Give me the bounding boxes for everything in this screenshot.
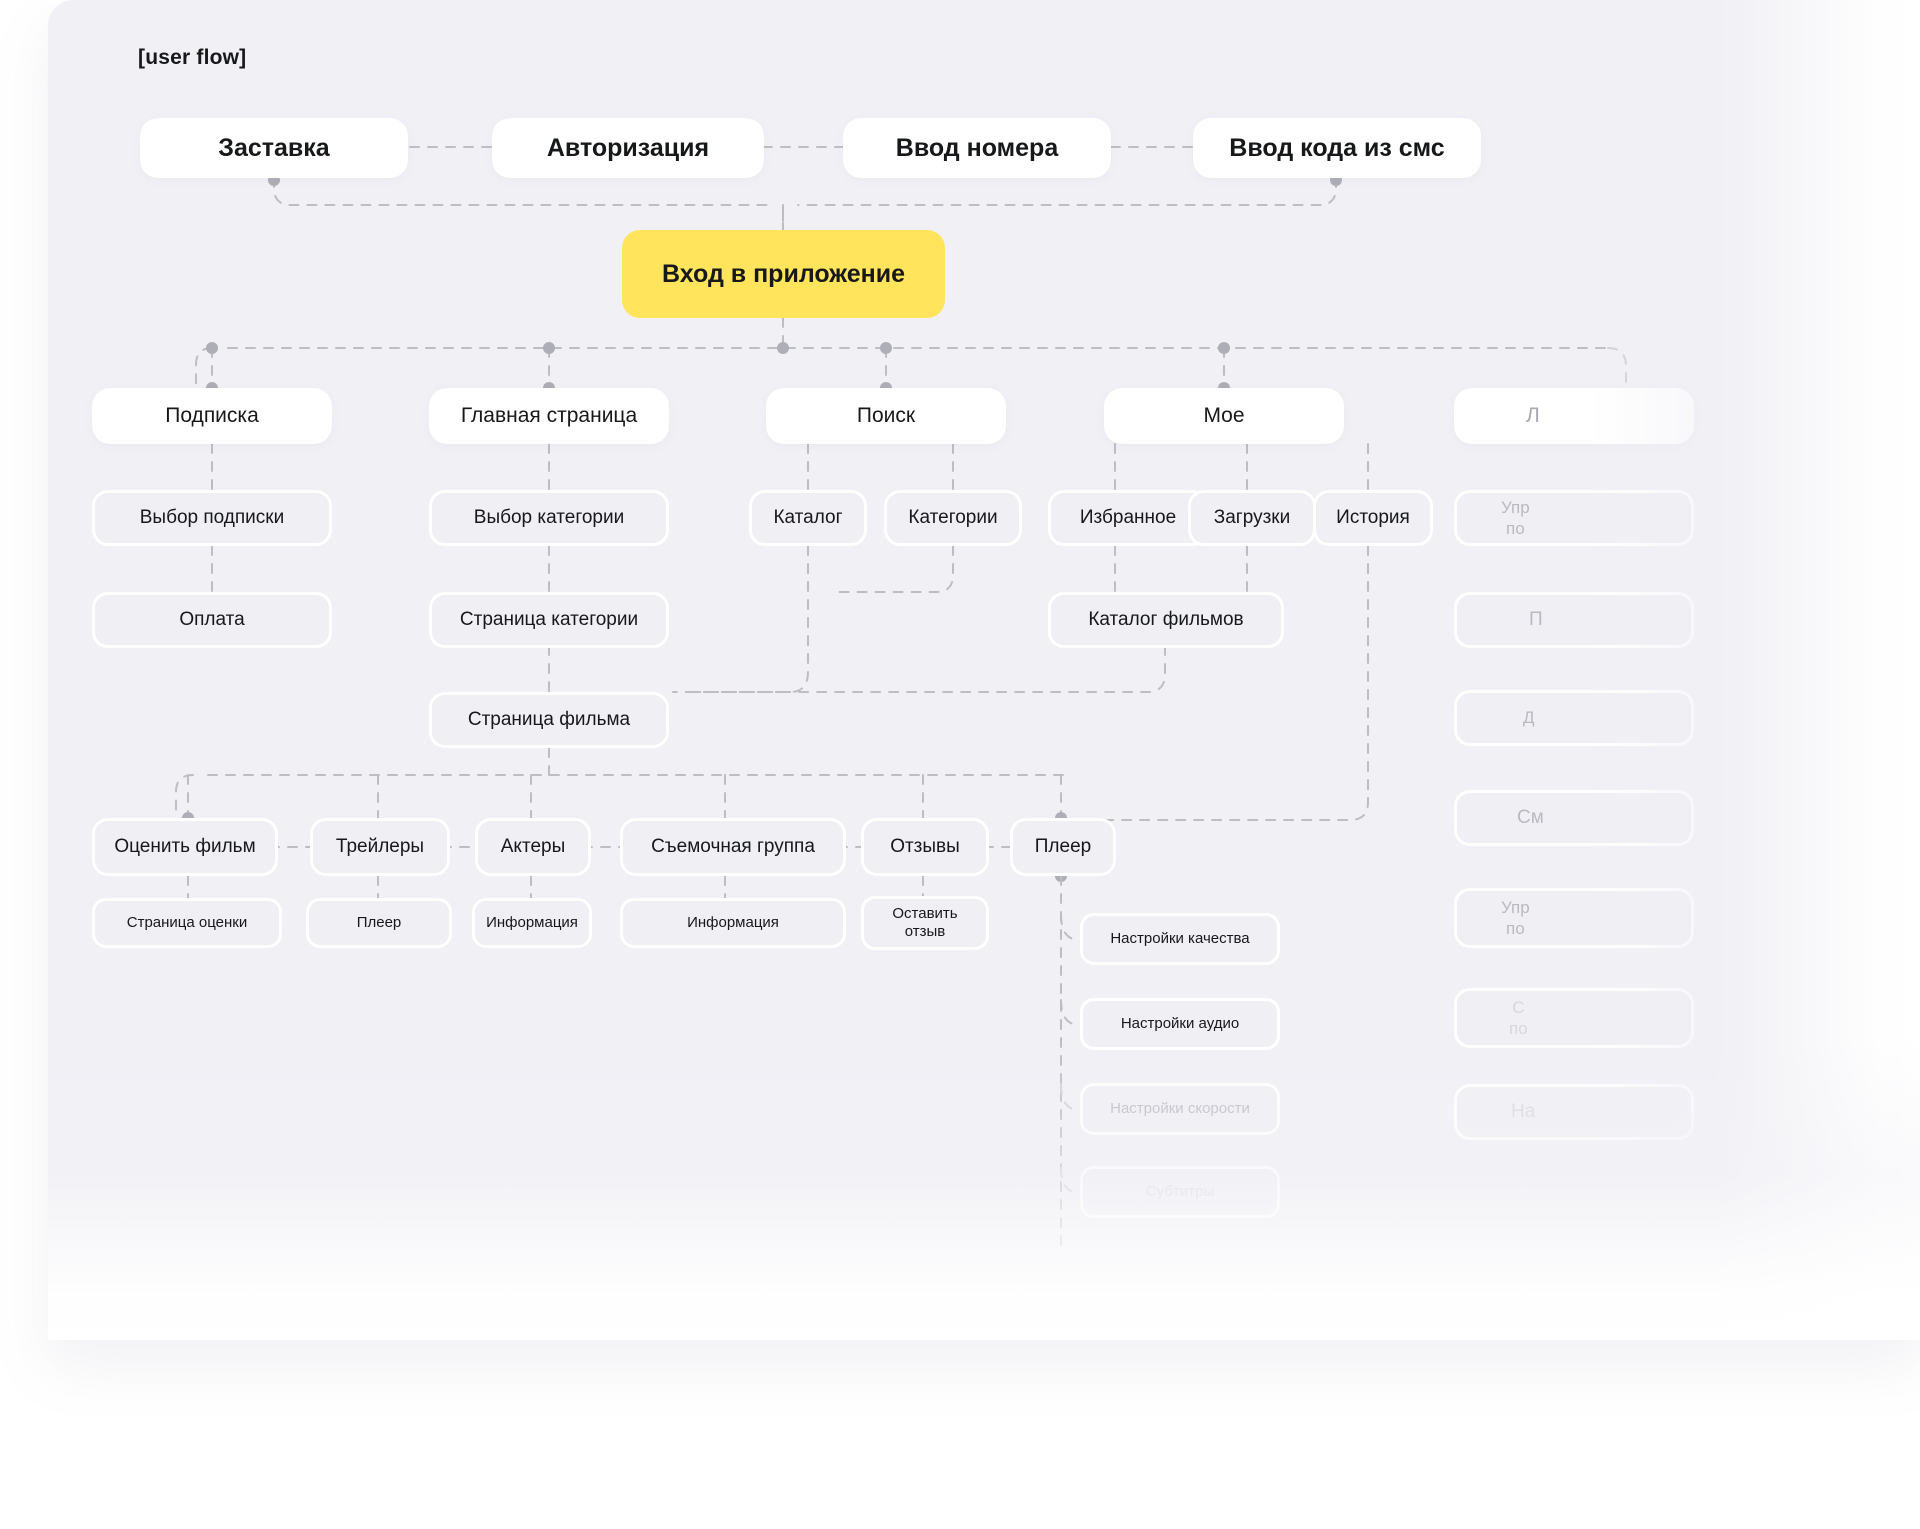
node-label: Ввод номера	[895, 133, 1059, 162]
node-trailers[interactable]: Трейлеры	[310, 818, 450, 876]
node-label: Съемочная группа	[651, 836, 815, 858]
node-label: П	[1529, 609, 1543, 631]
node-search[interactable]: Поиск	[766, 388, 1006, 444]
node-catalog[interactable]: Каталог	[749, 490, 867, 546]
node-subscription[interactable]: Подписка	[92, 388, 332, 444]
node-label: Избранное	[1079, 507, 1177, 529]
node-player[interactable]: Плеер	[1010, 818, 1116, 876]
node-label: Вход в приложение	[662, 259, 905, 288]
node-profile-item-6[interactable]: С по	[1454, 988, 1694, 1048]
node-label: Оценить фильм	[114, 836, 256, 858]
node-history[interactable]: История	[1313, 490, 1433, 546]
node-label: Актеры	[500, 836, 566, 858]
node-downloads[interactable]: Загрузки	[1188, 490, 1316, 546]
node-phone-entry[interactable]: Ввод номера	[843, 118, 1111, 178]
node-label: Страница фильма	[467, 709, 631, 731]
node-rate-movie[interactable]: Оценить фильм	[92, 818, 278, 876]
node-label: Страница категории	[459, 609, 639, 631]
node-label: Мое	[1203, 404, 1245, 428]
node-label: Подписка	[165, 404, 259, 428]
node-sms-code-entry[interactable]: Ввод кода из смс	[1193, 118, 1481, 178]
node-label: Упр по	[1501, 897, 1530, 938]
node-choose-category[interactable]: Выбор категории	[429, 490, 669, 546]
node-quality-settings[interactable]: Настройки качества	[1080, 913, 1280, 965]
node-label: Главная страница	[460, 404, 638, 428]
node-app-entry[interactable]: Вход в приложение	[622, 230, 945, 318]
node-movie-catalog[interactable]: Каталог фильмов	[1048, 592, 1284, 648]
node-leave-review[interactable]: Оставить отзыв	[861, 896, 989, 950]
node-choose-subscription[interactable]: Выбор подписки	[92, 490, 332, 546]
node-label: Поиск	[856, 404, 916, 428]
page-title: [user flow]	[138, 46, 247, 69]
node-label: Л	[1526, 404, 1540, 428]
node-label: Информация	[486, 913, 578, 931]
node-label: Плеер	[356, 913, 402, 931]
node-profile[interactable]: Л	[1454, 388, 1694, 444]
node-label: На	[1511, 1101, 1536, 1123]
node-label: Оставить отзыв	[892, 904, 958, 940]
node-favorites[interactable]: Избранное	[1048, 490, 1208, 546]
node-authorization[interactable]: Авторизация	[492, 118, 764, 178]
node-profile-item-7[interactable]: На	[1454, 1084, 1694, 1140]
node-label: Субтитры	[1145, 1182, 1215, 1200]
node-movie-page[interactable]: Страница фильма	[429, 692, 669, 748]
node-profile-manage-5[interactable]: Упр по	[1454, 888, 1694, 948]
node-rating-page[interactable]: Страница оценки	[92, 898, 282, 948]
node-label: Д	[1523, 708, 1535, 728]
node-label: Загрузки	[1213, 507, 1291, 529]
node-splash[interactable]: Заставка	[140, 118, 408, 178]
node-profile-manage-1[interactable]: Упр по	[1454, 490, 1694, 546]
node-actors[interactable]: Актеры	[475, 818, 591, 876]
node-label: См	[1517, 807, 1544, 829]
node-mine[interactable]: Мое	[1104, 388, 1344, 444]
node-label: Трейлеры	[335, 836, 425, 858]
flow-board: [user flow] Заставка Авторизация Ввод но…	[48, 0, 1920, 1340]
node-label: Упр по	[1501, 497, 1530, 538]
node-label: С по	[1509, 997, 1528, 1038]
node-profile-item-4[interactable]: См	[1454, 790, 1694, 846]
node-label: Плеер	[1034, 836, 1092, 858]
node-reviews[interactable]: Отзывы	[861, 818, 989, 876]
node-home-page[interactable]: Главная страница	[429, 388, 669, 444]
node-label: Настройки скорости	[1110, 1099, 1250, 1117]
node-categories[interactable]: Категории	[884, 490, 1022, 546]
node-label: Выбор подписки	[139, 507, 285, 529]
node-label: Настройки аудио	[1120, 1014, 1240, 1032]
node-label: Страница оценки	[126, 913, 248, 931]
node-label: Каталог фильмов	[1088, 609, 1244, 631]
node-speed-settings[interactable]: Настройки скорости	[1080, 1083, 1280, 1135]
node-label: Информация	[687, 913, 779, 931]
node-label: Ввод кода из смс	[1229, 133, 1445, 162]
node-trailer-player[interactable]: Плеер	[306, 898, 452, 948]
node-audio-settings[interactable]: Настройки аудио	[1080, 998, 1280, 1050]
node-label: Каталог	[773, 507, 843, 529]
node-label: Отзывы	[890, 836, 960, 858]
node-label: Выбор категории	[473, 507, 625, 529]
node-profile-item-2[interactable]: П	[1454, 592, 1694, 648]
node-category-page[interactable]: Страница категории	[429, 592, 669, 648]
node-label: История	[1336, 507, 1410, 529]
node-label: Оплата	[179, 609, 245, 631]
node-label: Настройки качества	[1110, 929, 1250, 947]
node-payment[interactable]: Оплата	[92, 592, 332, 648]
node-crew-info[interactable]: Информация	[620, 898, 846, 948]
node-label: Авторизация	[546, 133, 710, 162]
node-crew[interactable]: Съемочная группа	[620, 818, 846, 876]
node-actors-info[interactable]: Информация	[472, 898, 592, 948]
node-profile-item-3[interactable]: Д	[1454, 690, 1694, 746]
node-subtitles[interactable]: Субтитры	[1080, 1166, 1280, 1218]
node-label: Категории	[908, 507, 998, 529]
node-label: Заставка	[218, 133, 330, 162]
